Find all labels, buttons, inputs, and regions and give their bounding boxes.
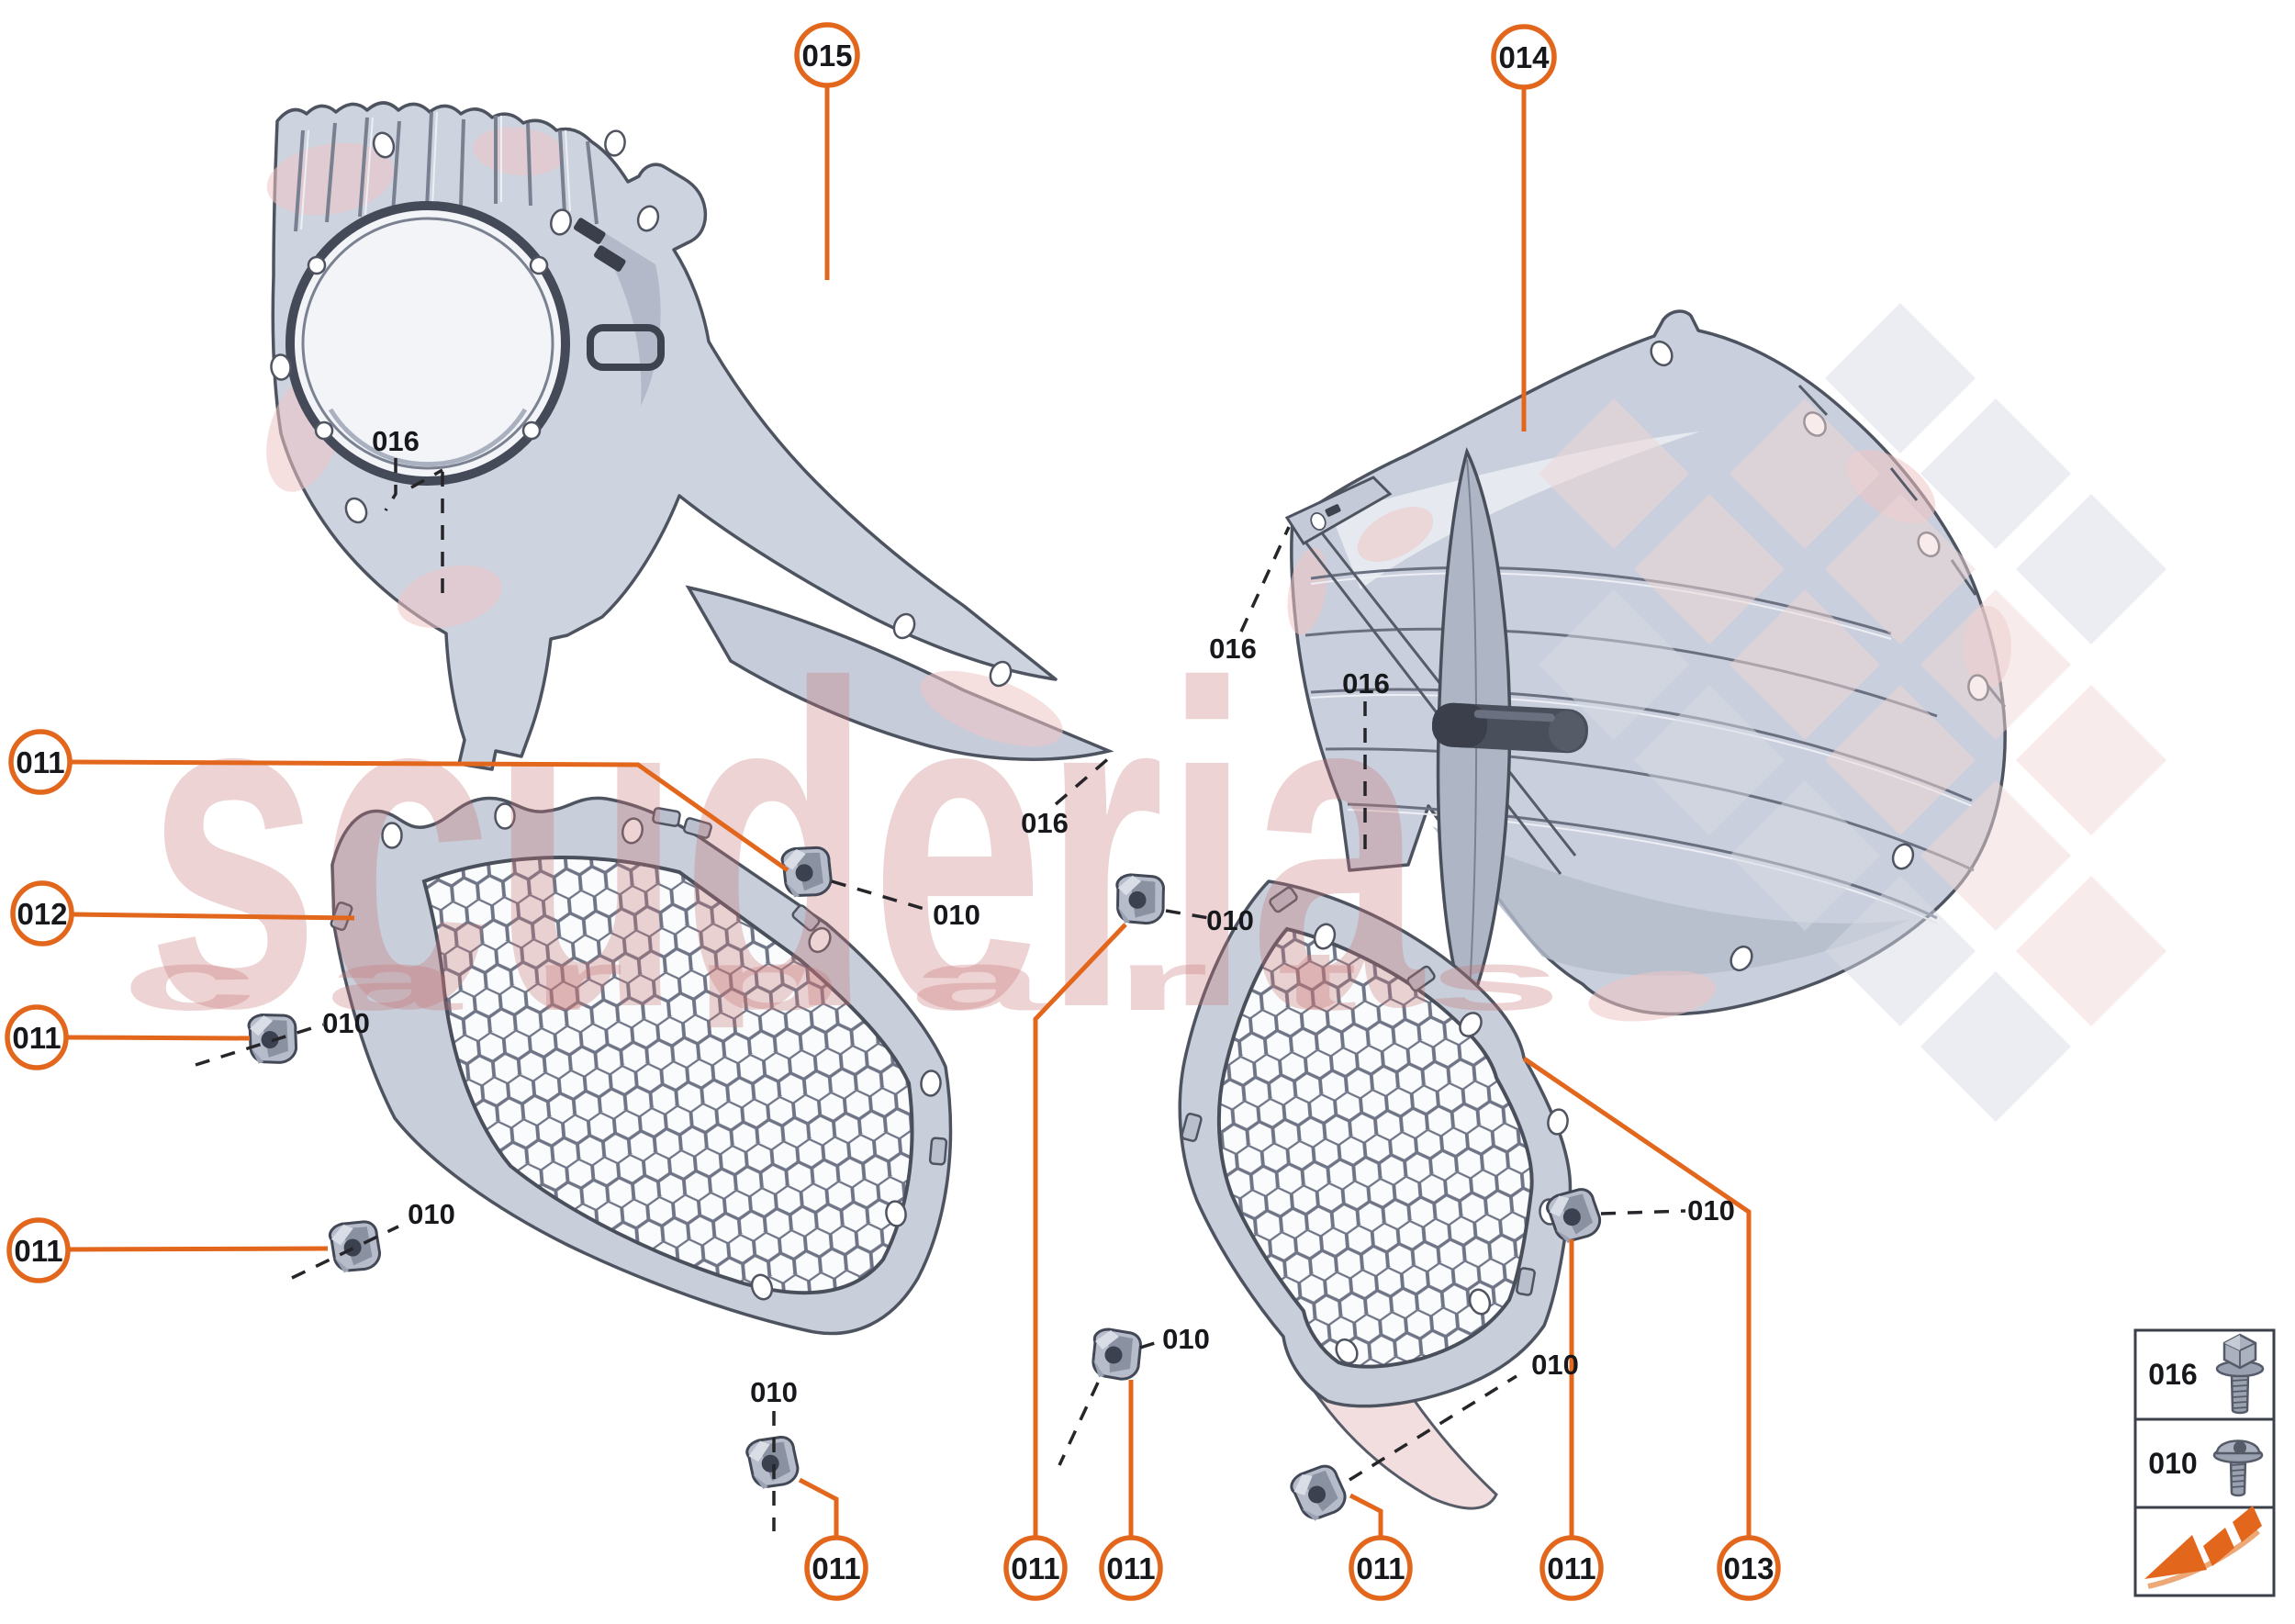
badge-011-5-label: 011: [1011, 1551, 1059, 1585]
dash-016-left: [384, 458, 397, 511]
badge-011-2-label: 011: [12, 1021, 61, 1055]
legend-row-010[interactable]: 010: [2148, 1439, 2264, 1497]
scuderia-arrow-logo: [2144, 1506, 2262, 1589]
panel-right-mesh: [1216, 926, 1534, 1369]
part-015-shading: [588, 222, 661, 406]
dash-010-e1: [1139, 1339, 1161, 1350]
line-011-a: [69, 759, 789, 873]
label-016-mid: 016: [1021, 807, 1069, 839]
clip-010-c[interactable]: [325, 1214, 386, 1278]
part-015-handle: [587, 324, 665, 371]
badge-011-7-label: 011: [1356, 1551, 1405, 1585]
badge-011-4-label: 011: [812, 1551, 860, 1585]
line-011-g: [1349, 1493, 1383, 1537]
legend-016-label: 016: [2148, 1358, 2197, 1391]
badge-012[interactable]: 012: [10, 880, 74, 946]
dash-016-mid: [1054, 755, 1113, 806]
line-012: [71, 912, 355, 921]
label-010-f: 010: [750, 1376, 798, 1408]
part-014-flange-slot: [1325, 504, 1341, 517]
badge-011-4[interactable]: 011: [804, 1535, 868, 1601]
panel-left-mesh: [421, 856, 914, 1295]
dash-010-g: [1349, 1374, 1517, 1482]
callout-badges: 015 014 011 012 011 011 011 011: [5, 22, 1781, 1601]
legend-row-logo[interactable]: [2144, 1506, 2262, 1589]
watermark-line1: scuderia: [147, 589, 1425, 1103]
label-010-h: 010: [1687, 1194, 1735, 1226]
badge-011-1[interactable]: 011: [8, 729, 73, 795]
legend: 016 010: [2133, 1328, 2276, 1597]
part-015-wheel-arch-liner-front[interactable]: [252, 101, 1114, 771]
watermark-line2: c a r p a r t s: [121, 935, 1562, 1028]
part-015-arch-gasket: [301, 217, 554, 470]
part-014-shading: [1432, 826, 1909, 976]
part-015-arch-opening: [285, 201, 570, 486]
badge-014[interactable]: 014: [1491, 24, 1557, 90]
dash-010-d: [1165, 909, 1210, 920]
callout-lines: [65, 85, 1752, 1537]
button-screw-icon: [2212, 1439, 2264, 1497]
badge-015-label: 015: [801, 39, 852, 73]
clip-010-d[interactable]: [1114, 870, 1169, 927]
clip-010-e[interactable]: [1092, 1327, 1143, 1381]
label-010-g: 010: [1531, 1349, 1579, 1381]
label-016-right2: 016: [1342, 667, 1390, 700]
badge-011-1-label: 011: [16, 745, 64, 779]
label-010-b: 010: [322, 1007, 370, 1039]
badge-011-6[interactable]: 011: [1099, 1535, 1163, 1601]
badge-011-3[interactable]: 011: [6, 1217, 71, 1283]
panel-013-mesh-grille-right[interactable]: [1178, 879, 1573, 1510]
clip-010-b[interactable]: [244, 1009, 302, 1068]
badge-013-label: 013: [1723, 1551, 1774, 1585]
part-014-pin-bolt: [1431, 702, 1589, 754]
pointer-dashes: [195, 458, 1686, 1531]
badge-011-7[interactable]: 011: [1349, 1535, 1413, 1601]
part-015-arch-inner-arc: [328, 408, 528, 467]
legend-row-016[interactable]: 016: [2148, 1333, 2265, 1415]
dash-010-b: [195, 1023, 324, 1067]
part-015-ribs: [294, 111, 599, 232]
badge-011-5[interactable]: 011: [1003, 1535, 1068, 1601]
label-016-right1: 016: [1209, 633, 1257, 665]
badge-013[interactable]: 013: [1717, 1535, 1781, 1601]
label-010-c: 010: [408, 1198, 455, 1230]
dash-010-e2: [1058, 1382, 1100, 1466]
badge-011-8-label: 011: [1547, 1551, 1595, 1585]
badge-015[interactable]: 015: [794, 22, 860, 88]
panel-012-mesh-grille-left[interactable]: [329, 796, 953, 1336]
badge-011-6-label: 011: [1106, 1551, 1155, 1585]
part-015-rib-highlights: [300, 111, 571, 230]
dash-010-a: [831, 879, 928, 912]
badge-011-2[interactable]: 011: [5, 1004, 69, 1070]
dash-016-right1: [1239, 526, 1291, 633]
badge-014-label: 014: [1498, 40, 1550, 74]
clip-010-g[interactable]: [1284, 1457, 1354, 1528]
badge-011-3-label: 011: [14, 1234, 62, 1268]
label-010-e: 010: [1162, 1323, 1210, 1355]
line-011-e: [1033, 923, 1127, 1537]
part-015-ring-bolt-holes: [307, 255, 549, 441]
label-016-left: 016: [372, 425, 420, 457]
line-013: [1522, 1056, 1752, 1537]
dash-010-c: [291, 1225, 399, 1280]
badge-012-label: 012: [17, 897, 67, 931]
part-015-bracket-slots: [574, 218, 626, 272]
dash-010-h: [1600, 1209, 1686, 1215]
dash-016-left-diag: [410, 468, 443, 489]
legend-010-label: 010: [2148, 1447, 2197, 1480]
label-010-a: 010: [933, 899, 980, 931]
line-011-b: [65, 1035, 251, 1041]
inline-labels: 016 016 016 016 010 010 010 010 010 010 …: [322, 425, 1735, 1408]
badge-011-8[interactable]: 011: [1539, 1535, 1604, 1601]
label-010-d: 010: [1206, 904, 1254, 936]
line-011-d: [798, 1477, 839, 1537]
flange-bolt-icon: [2215, 1333, 2265, 1415]
